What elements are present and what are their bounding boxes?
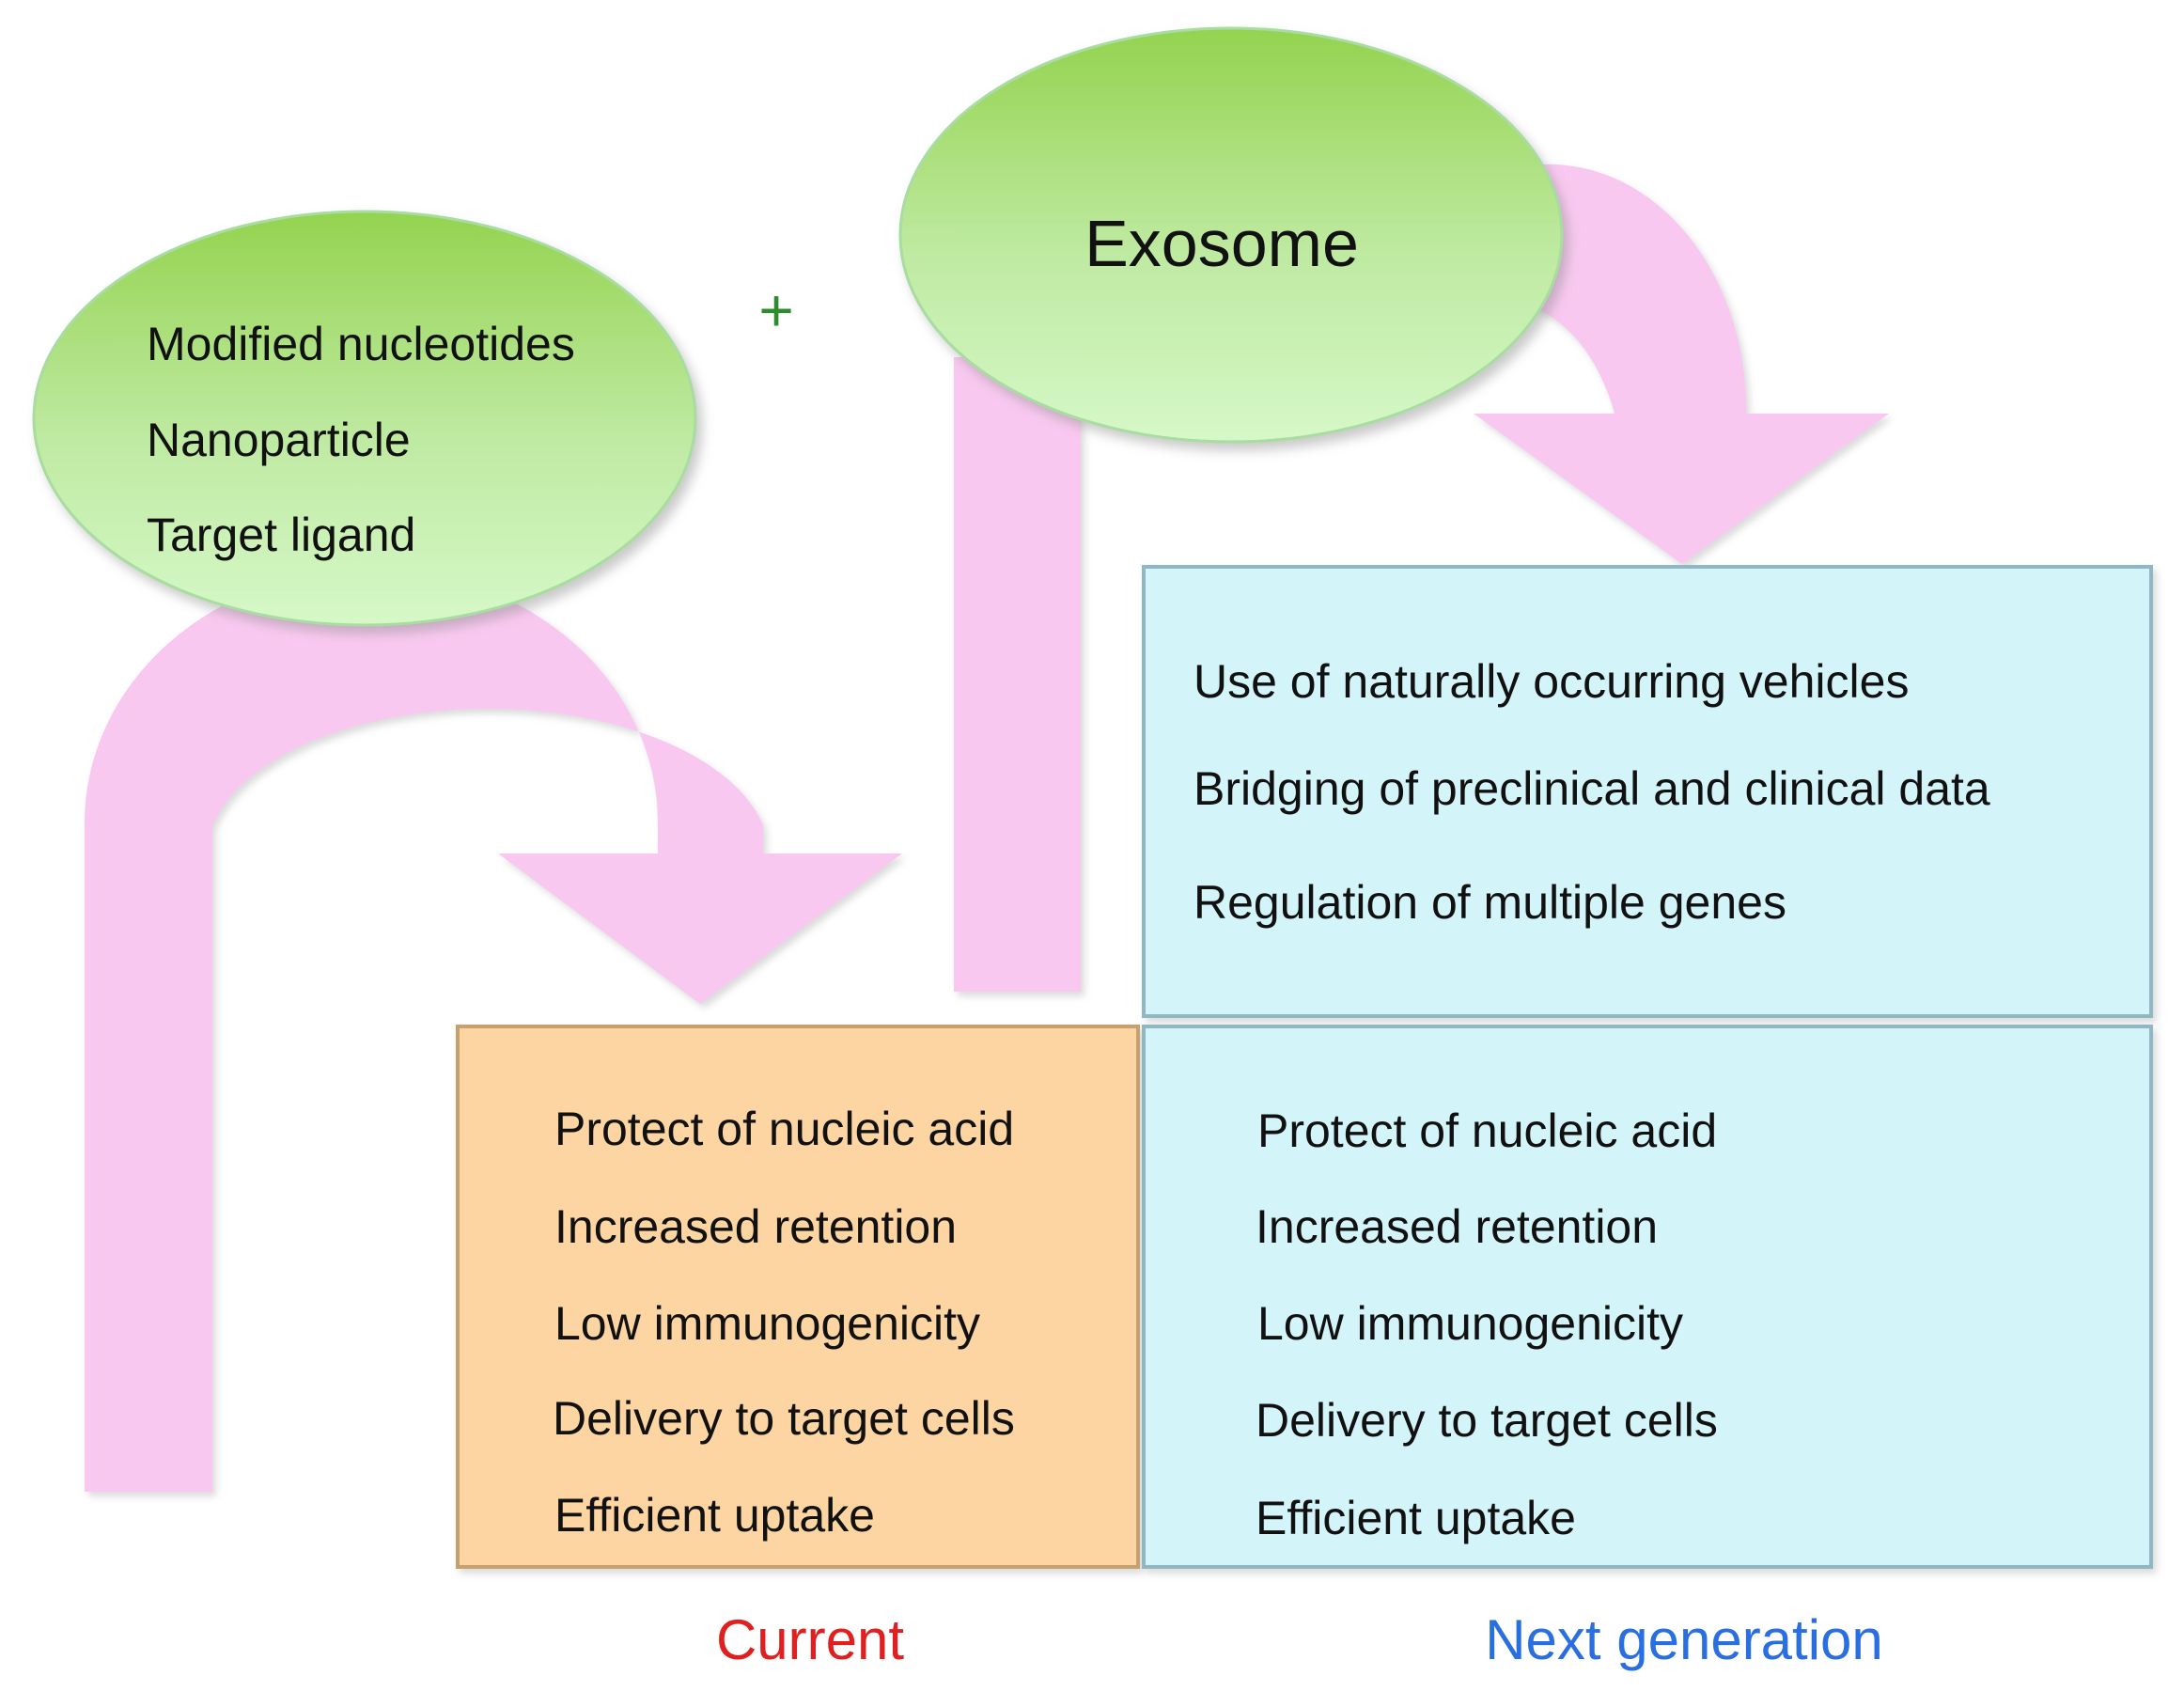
exosome-vertical-arrow xyxy=(954,357,1081,992)
exosome-label: Exosome xyxy=(1084,207,1359,280)
current-item-retention: Increased retention xyxy=(554,1200,957,1253)
current-box xyxy=(456,1025,1140,1569)
next-generation-caption: Next generation xyxy=(1485,1608,1883,1671)
next-generation-top-box xyxy=(1142,565,2153,1018)
next-generation-bottom-box xyxy=(1142,1025,2153,1569)
next-bottom-item-immunogenicity: Low immunogenicity xyxy=(1257,1297,1683,1350)
current-item-protect: Protect of nucleic acid xyxy=(554,1103,1014,1155)
next-top-item-vehicles: Use of naturally occurring vehicles xyxy=(1193,655,1909,708)
next-bottom-item-protect: Protect of nucleic acid xyxy=(1257,1104,1717,1157)
next-top-item-regulation: Regulation of multiple genes xyxy=(1193,876,1786,929)
exosome-ellipse xyxy=(898,26,1564,444)
ellipse-item-nanoparticle: Nanoparticle xyxy=(147,414,411,466)
plus-sign: + xyxy=(758,276,793,344)
current-item-immunogenicity: Low immunogenicity xyxy=(554,1297,980,1350)
next-bottom-item-uptake: Efficient uptake xyxy=(1256,1492,1576,1544)
technologies-ellipse xyxy=(32,210,697,627)
ellipse-item-target-ligand: Target ligand xyxy=(147,509,415,561)
ellipse-item-modified-nucleotides: Modified nucleotides xyxy=(147,318,575,370)
current-item-uptake: Efficient uptake xyxy=(554,1489,875,1542)
current-caption: Current xyxy=(716,1608,904,1671)
right-curved-arrow xyxy=(1474,164,1889,564)
left-curved-arrow xyxy=(85,569,902,1492)
next-bottom-item-retention: Increased retention xyxy=(1256,1200,1658,1253)
next-bottom-item-delivery: Delivery to target cells xyxy=(1256,1394,1718,1447)
next-top-item-bridging: Bridging of preclinical and clinical dat… xyxy=(1193,762,1990,815)
current-item-delivery: Delivery to target cells xyxy=(553,1392,1015,1445)
